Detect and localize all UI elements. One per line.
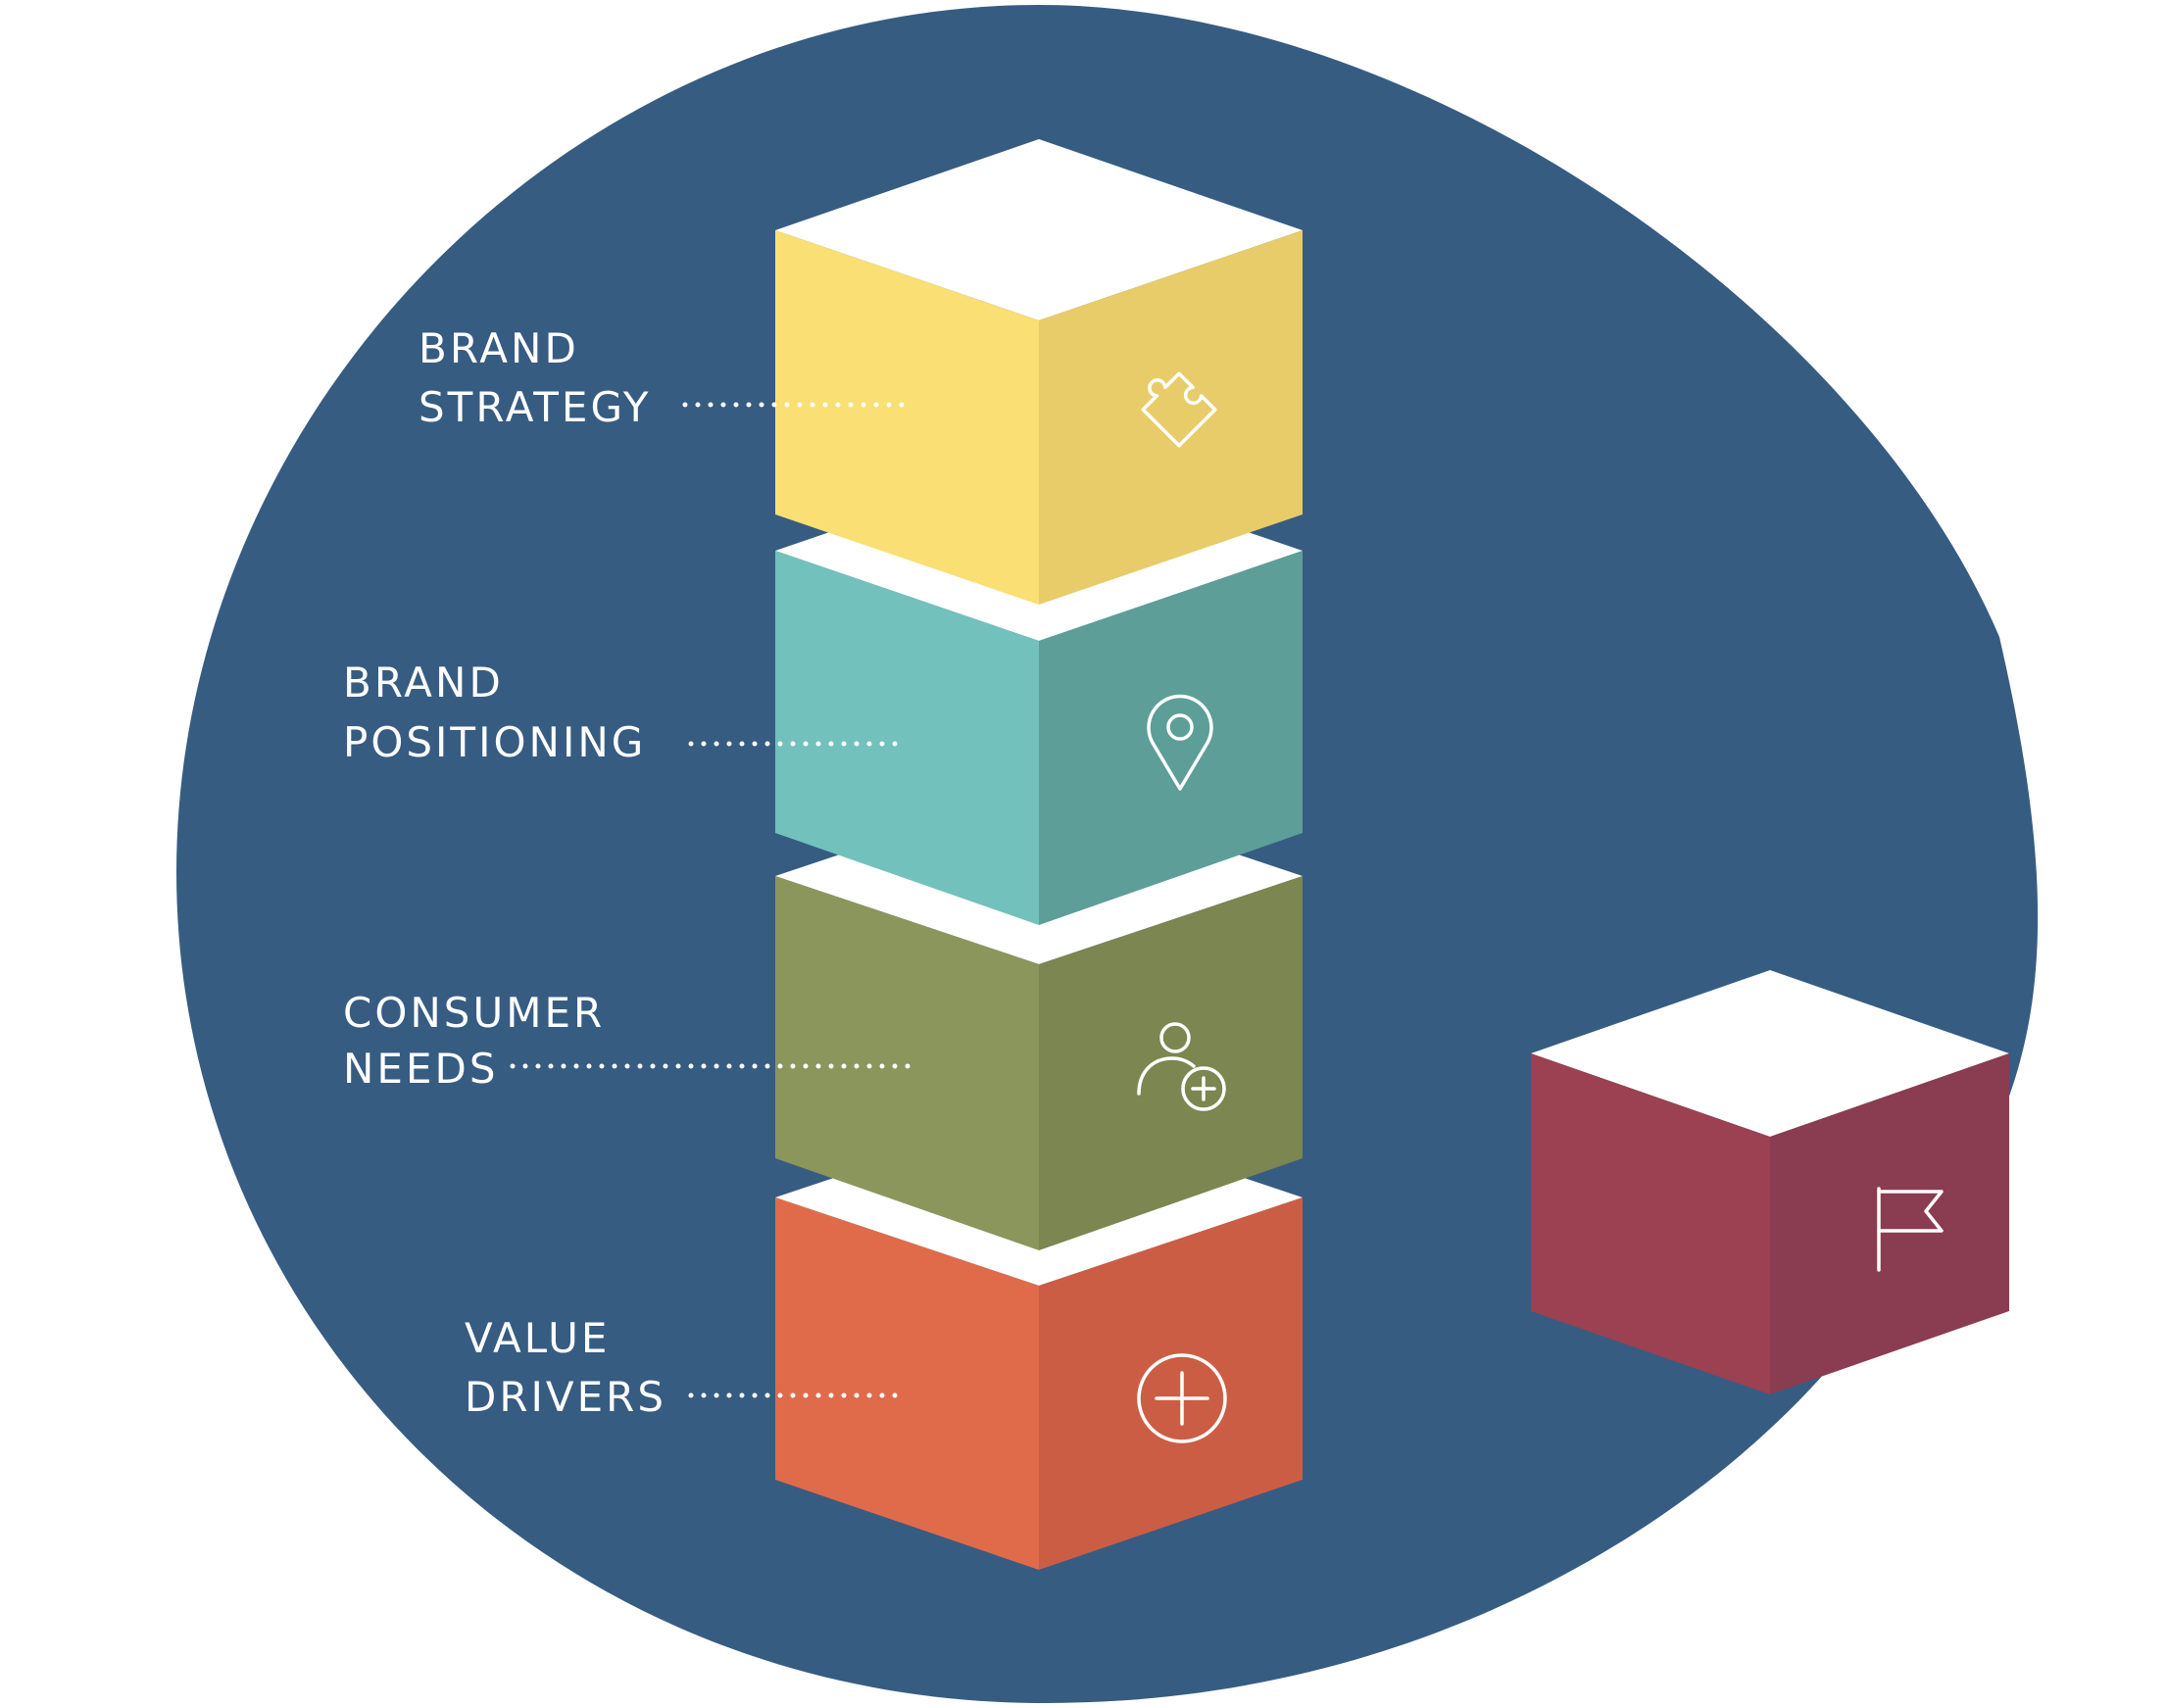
consumer-needs-cube-side (1039, 876, 1303, 1250)
value-drivers-label-line1: VALUE (465, 1314, 610, 1362)
brand-positioning-label-line2: POSITIONING (343, 718, 646, 766)
brand-strategy-cube (775, 139, 1303, 605)
map-pin-icon (1147, 694, 1213, 791)
brand-strategy-label-line2: STRATEGY (418, 383, 652, 431)
brand-positioning-cube-front (775, 551, 1039, 925)
brand-positioning-label-line1: BRAND (343, 659, 504, 707)
brand-strategy-cube-side (1039, 230, 1303, 605)
flag-cube-side (1770, 1053, 2009, 1394)
brand-strategy-label-line1: BRAND (418, 324, 579, 372)
consumer-needs-cube-front (775, 876, 1039, 1250)
consumer-needs-cube (775, 788, 1303, 1250)
flag-cube (1531, 970, 2009, 1394)
value-drivers-cube-side (1039, 1197, 1303, 1570)
consumer-needs-label-line1: CONSUMER (343, 989, 605, 1037)
flag-cube-front (1531, 1053, 1770, 1394)
brand-strategy-cube-top (775, 139, 1303, 320)
value-drivers-label-line2: DRIVERS (465, 1373, 666, 1421)
consumer-needs-label-line2: NEEDS (343, 1045, 499, 1093)
brand-positioning-cube-side (1039, 551, 1303, 925)
brand-strategy-cube-front (775, 230, 1039, 605)
add-user-icon (1137, 1022, 1226, 1111)
value-drivers-cube-front (775, 1197, 1039, 1570)
puzzle-piece-icon (1141, 371, 1217, 448)
plus-circle-icon (1137, 1353, 1227, 1443)
flag-icon (1877, 1187, 1944, 1272)
